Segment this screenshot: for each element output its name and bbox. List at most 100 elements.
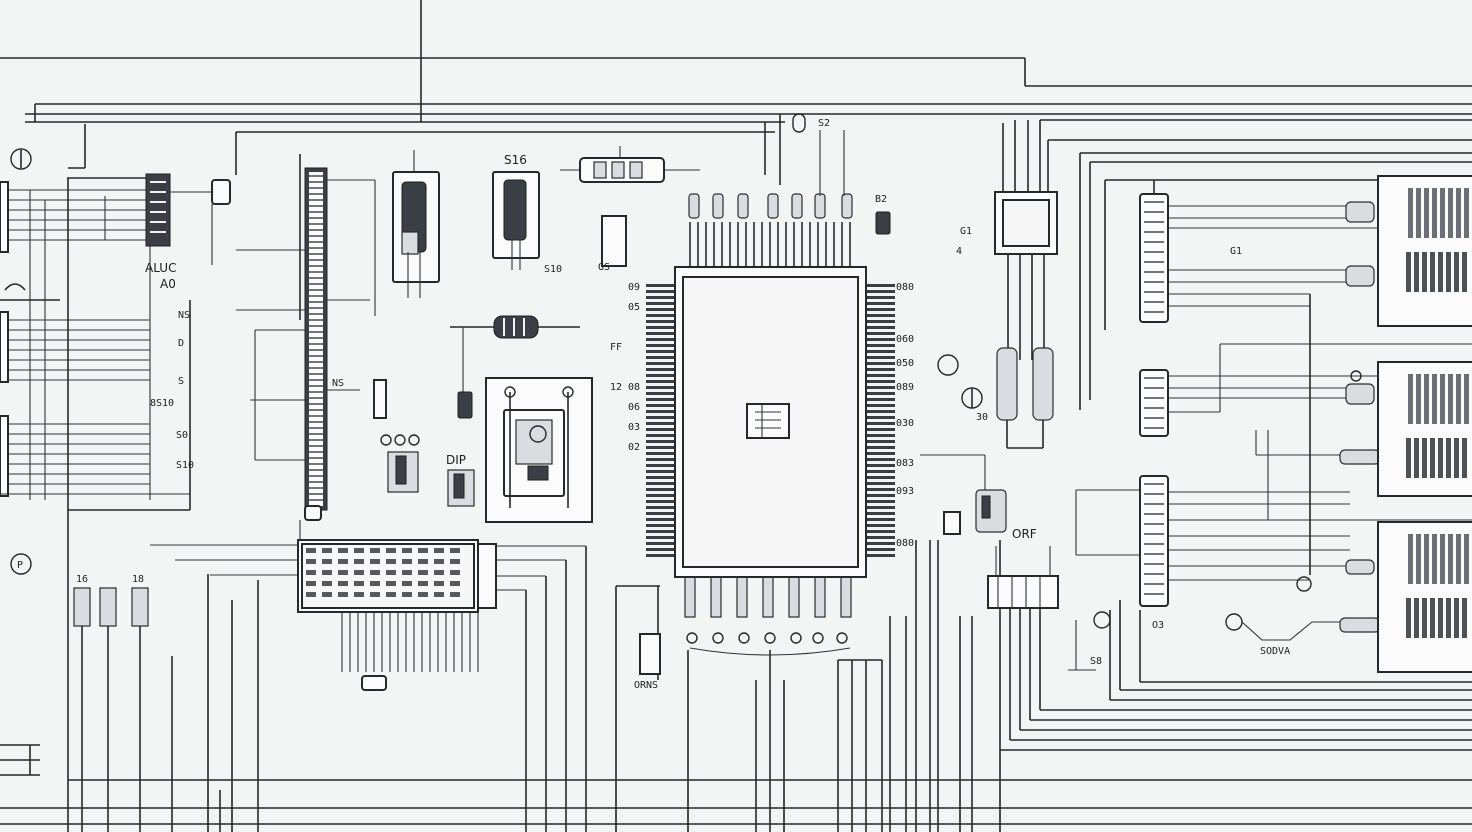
pin-label-l3: 08 (628, 382, 640, 393)
label-mid-ns: NS (332, 378, 344, 389)
ic-cell (354, 581, 364, 586)
left-vertical-drops (29, 190, 191, 511)
module-detail (1438, 438, 1443, 478)
pin-label-r5: 030 (896, 418, 914, 429)
module-detail (1408, 534, 1413, 584)
mcu-pin (866, 458, 895, 461)
module-detail (1446, 252, 1451, 292)
ic-cell (450, 581, 460, 586)
mcu-pin (646, 422, 675, 425)
mcu-pin (866, 470, 895, 473)
ic-cell (306, 559, 316, 564)
mcu-pin (646, 404, 675, 407)
bottom-wires (0, 540, 1472, 832)
module-detail (1446, 438, 1451, 478)
ic-cell (418, 559, 428, 564)
mcu-pin (866, 368, 895, 371)
ic-cell (322, 581, 332, 586)
module-detail (1432, 534, 1437, 584)
left-connector-top (0, 181, 150, 253)
middle-resistor (450, 315, 580, 419)
label-orf: ORF (1012, 527, 1037, 541)
mcu-pin (866, 392, 895, 395)
module-detail (1406, 252, 1411, 292)
mcu-pin (866, 308, 895, 311)
mcu-pin (646, 452, 675, 455)
mcu-pin (646, 554, 675, 557)
right-header-top (1139, 180, 1169, 323)
label-a0: A0 (160, 277, 176, 291)
mcu-pin (646, 296, 675, 299)
module-detail (1422, 598, 1427, 638)
module-detail (1462, 598, 1467, 638)
mcu-pin (646, 392, 675, 395)
label-d: D (178, 338, 184, 349)
module-detail (1414, 438, 1419, 478)
pin-label-r7: 093 (896, 486, 914, 497)
module-detail (1430, 598, 1435, 638)
ic-cell (306, 570, 316, 575)
top-left-transistors (392, 150, 540, 298)
module-detail (1464, 534, 1469, 584)
mcu-pin (866, 302, 895, 305)
mcu-pin (646, 314, 675, 317)
ic-cell (370, 592, 380, 597)
label-8s10: 8S10 (150, 398, 174, 409)
module-detail (1424, 188, 1429, 238)
ic-cell (322, 592, 332, 597)
mcu-pin (646, 308, 675, 311)
mcu-pin (866, 494, 895, 497)
label-g1-top: G1 (960, 226, 972, 237)
pin-label-l1: 09 (628, 282, 640, 293)
mcu-pin (866, 542, 895, 545)
mcu-pin (646, 428, 675, 431)
ic-cell (306, 592, 316, 597)
ic-cell (338, 592, 348, 597)
mcu-pin (646, 506, 675, 509)
ic-cell (306, 548, 316, 553)
module-detail (1440, 374, 1445, 424)
pin-label-l6: 02 (628, 442, 640, 453)
mcu-pin (646, 458, 675, 461)
module-detail (1454, 438, 1459, 478)
ic-cell (338, 581, 348, 586)
label-dip: DIP (446, 453, 466, 467)
small-diode-pair (920, 454, 1007, 535)
ic-cell (386, 592, 396, 597)
mcu-pin (866, 350, 895, 353)
ic-cell (322, 570, 332, 575)
mcu-pin (840, 576, 852, 618)
ic-cell (450, 548, 460, 553)
labels: ALUC A0 NS D S 8S10 S0 S10 16 18 P S16 S… (17, 118, 1290, 691)
ic-cell (418, 581, 428, 586)
mcu-pin (646, 398, 675, 401)
ic-cell (418, 592, 428, 597)
mcu-pin (866, 554, 895, 557)
left-ground-symbol (10, 148, 32, 170)
module-detail (1462, 252, 1467, 292)
mcu-pin (866, 326, 895, 329)
module-detail (1462, 438, 1467, 478)
right-header-mid (1139, 369, 1169, 437)
module-detail (1456, 534, 1461, 584)
left-connector-mid (0, 311, 150, 383)
ic-cell (402, 548, 412, 553)
right-connectors (1339, 175, 1472, 673)
pin-label-r4: 089 (896, 382, 914, 393)
ic-cell (434, 581, 444, 586)
orf-connector (987, 546, 1111, 671)
pin-label-r3: 050 (896, 358, 914, 369)
mcu-top-capacitors (688, 113, 891, 235)
ic-cell (386, 559, 396, 564)
right-header-wires (1075, 205, 1472, 641)
mcu-pin (646, 416, 675, 419)
label-o3: O3 (1152, 620, 1164, 631)
module-detail (1430, 252, 1435, 292)
mcu-pin (866, 356, 895, 359)
relay-block (485, 377, 593, 523)
module-detail (1432, 188, 1437, 238)
mcu-pin (866, 482, 895, 485)
label-p: P (17, 560, 23, 571)
left-bottom-components (0, 587, 149, 832)
ic-cell (338, 570, 348, 575)
